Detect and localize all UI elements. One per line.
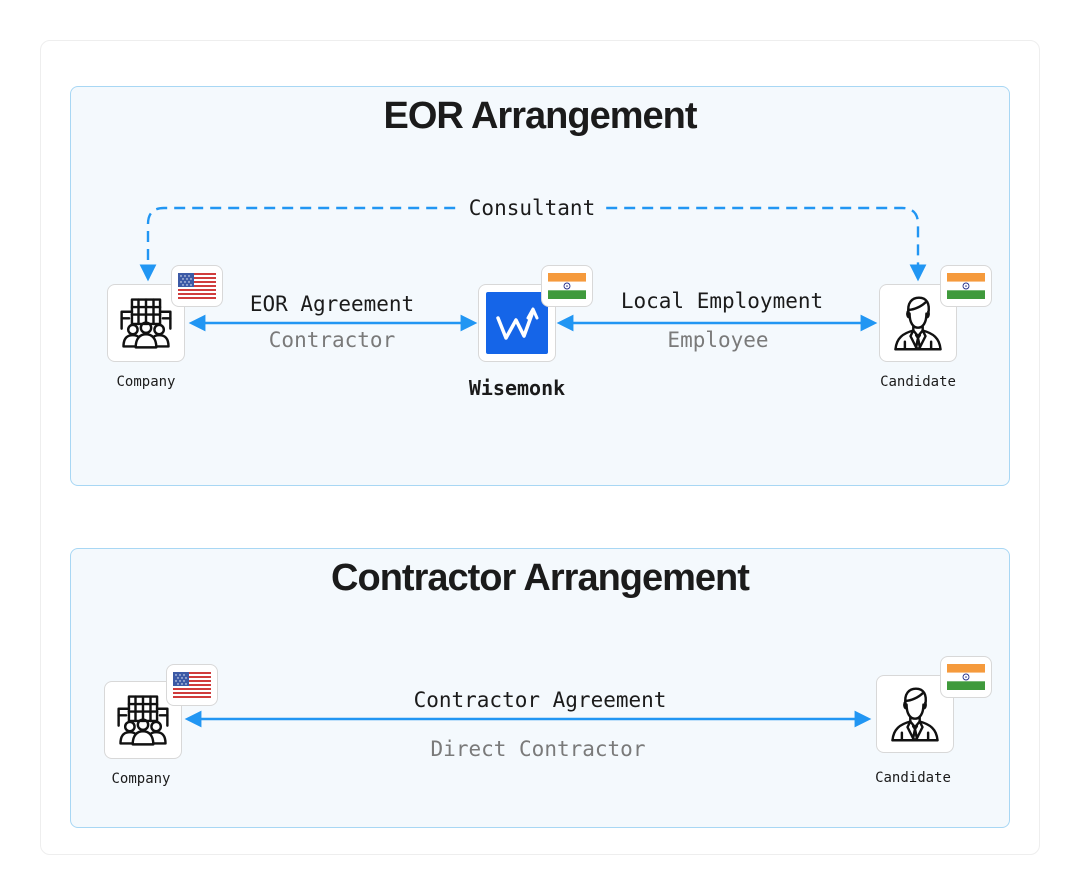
eor-company-label: Company <box>116 374 176 390</box>
wisemonk-logo-icon <box>486 292 548 354</box>
consultant-label: Consultant <box>460 196 604 220</box>
office-building-people-icon <box>113 690 173 750</box>
wisemonk-flag <box>541 265 593 307</box>
wisemonk-label: Wisemonk <box>468 376 566 400</box>
eor-title: EOR Arrangement <box>383 95 698 137</box>
businessman-icon <box>885 684 945 744</box>
consultant-connector <box>139 206 927 282</box>
contractor-company-flag <box>166 664 218 706</box>
eor-agreement-label: EOR Agreement <box>249 292 415 316</box>
eor-candidate-flag <box>940 265 992 307</box>
contractor-company-label: Company <box>111 771 171 787</box>
us-flag-icon <box>173 672 211 698</box>
contractor-title: Contractor Arrangement <box>331 557 750 599</box>
eor-company-flag <box>171 265 223 307</box>
india-flag-icon <box>947 664 985 690</box>
eor-company-node <box>107 284 185 362</box>
contractor-agreement-label: Contractor Agreement <box>413 688 667 712</box>
local-employment-label: Local Employment <box>620 289 824 313</box>
eor-candidate-label: Candidate <box>880 374 956 390</box>
contractor-panel: Contractor Arrangement <box>70 548 1010 828</box>
direct-contractor-label: Direct Contractor <box>430 737 646 761</box>
contractor-role-label: Contractor <box>268 328 396 352</box>
employee-role-label: Employee <box>667 328 769 352</box>
contractor-candidate-label: Candidate <box>875 770 951 786</box>
contractor-candidate-flag <box>940 656 992 698</box>
